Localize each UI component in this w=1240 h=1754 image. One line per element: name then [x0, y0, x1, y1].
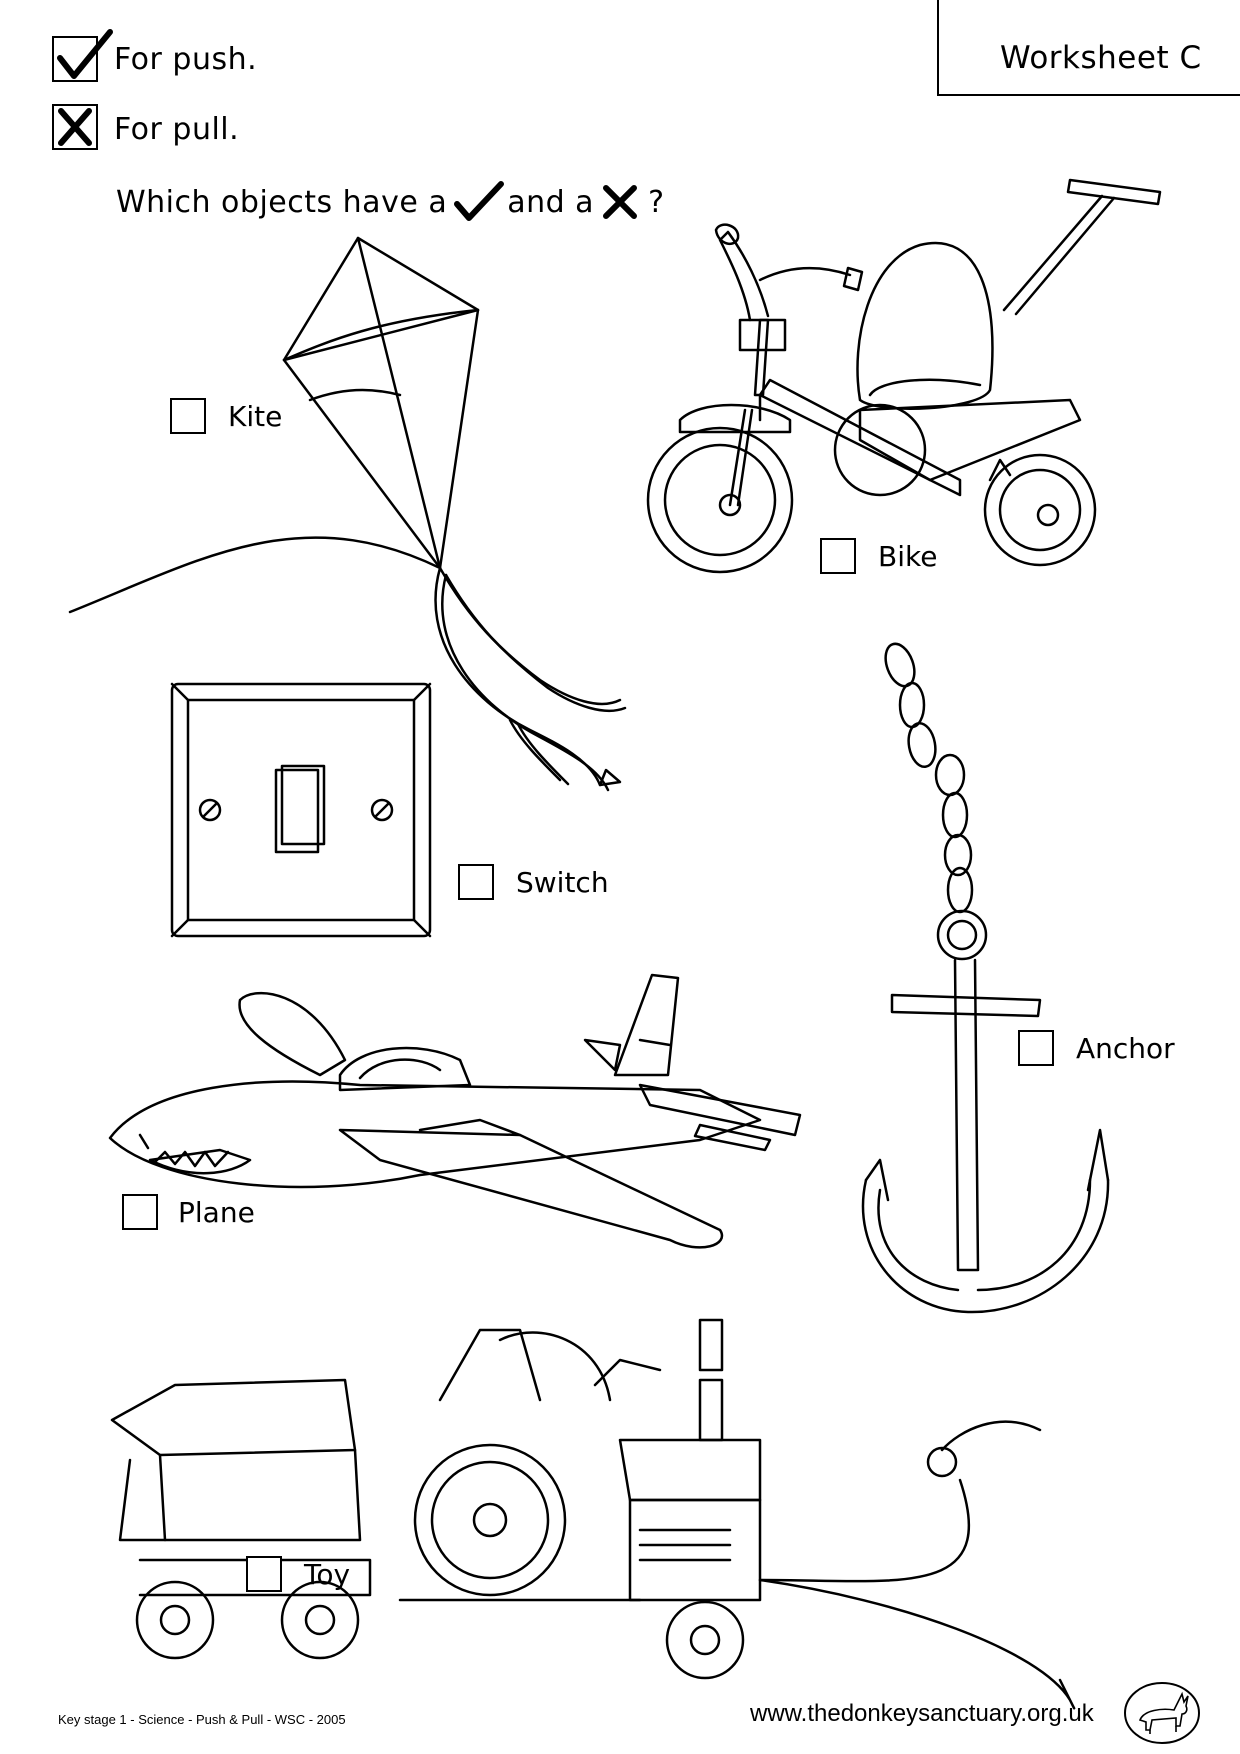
check-icon: [454, 181, 505, 221]
anchor-label: Anchor: [1076, 1032, 1175, 1065]
anchor-checkbox[interactable]: [1018, 1030, 1054, 1066]
kite-checkbox[interactable]: [170, 398, 206, 434]
donkey-logo-icon: [1124, 1682, 1200, 1744]
footer-course-info: Key stage 1 - Science - Push & Pull - WS…: [58, 1712, 346, 1727]
worksheet-title: Worksheet C: [1000, 40, 1202, 76]
switch-illustration: [172, 684, 430, 936]
toy-label: Toy: [304, 1558, 351, 1591]
kite-label: Kite: [228, 400, 283, 433]
toy-illustration: [112, 1320, 1074, 1708]
question: Which objects have a and a ?: [116, 180, 665, 224]
question-middle: and a: [507, 184, 595, 220]
question-suffix: ?: [648, 184, 665, 220]
bike-checkbox[interactable]: [820, 538, 856, 574]
anchor-illustration: [863, 640, 1108, 1312]
question-prefix: Which objects have a: [116, 184, 448, 220]
cross-icon: [58, 108, 92, 146]
toy-checkbox[interactable]: [246, 1556, 282, 1592]
kite-illustration: [70, 238, 625, 790]
check-icon: [57, 29, 113, 79]
bike-illustration: [648, 180, 1160, 572]
worksheet-title-box: [937, 0, 1240, 96]
switch-label: Switch: [516, 866, 609, 899]
switch-checkbox[interactable]: [458, 864, 494, 900]
push-legend-text: For push.: [114, 42, 258, 77]
plane-checkbox[interactable]: [122, 1194, 158, 1230]
bike-label: Bike: [878, 540, 938, 573]
footer-website-link[interactable]: www.thedonkeysanctuary.org.uk: [750, 1700, 1094, 1727]
cross-icon: [603, 185, 638, 219]
pull-legend-text: For pull.: [114, 112, 240, 147]
plane-illustration: [110, 975, 800, 1247]
plane-label: Plane: [178, 1196, 255, 1229]
